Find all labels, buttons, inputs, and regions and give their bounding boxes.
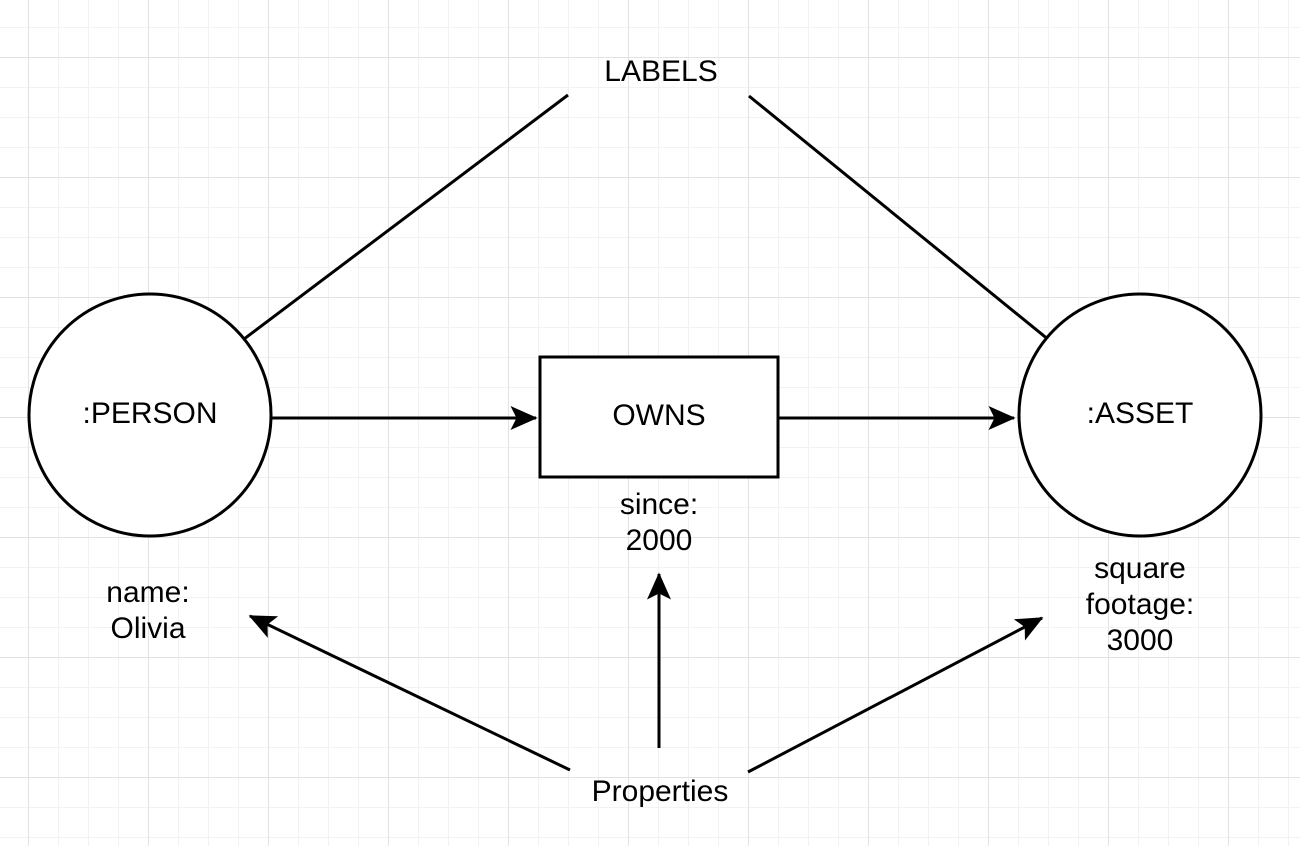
labels-annotation-title: LABELS xyxy=(604,55,718,88)
owns-relationship-label: OWNS xyxy=(612,399,706,432)
owns-relationship-box xyxy=(538,355,780,479)
asset-property-line-1: square xyxy=(1094,552,1186,585)
asset-node-label: :ASSET xyxy=(1086,397,1194,430)
asset-property-line-3: 3000 xyxy=(1106,624,1174,657)
person-node-circle xyxy=(27,292,273,538)
owns-property-text: since: 2000 xyxy=(620,487,698,559)
properties-to-footage-arrow xyxy=(747,616,1044,774)
person-property-line-1: name: xyxy=(106,576,190,609)
owns-property-line-2: 2000 xyxy=(625,524,693,557)
owns-property-line-1: since: xyxy=(619,488,699,521)
properties-annotation-title: Properties xyxy=(591,775,729,808)
asset-node-circle xyxy=(1017,292,1263,538)
labels-to-person-arrow xyxy=(185,93,569,384)
person-node-label: :PERSON xyxy=(82,397,218,430)
person-property-line-2: Olivia xyxy=(110,612,186,645)
asset-property-line-2: footage: xyxy=(1085,588,1195,621)
asset-property-text: square footage: 3000 xyxy=(1086,551,1194,659)
person-property-text: name: Olivia xyxy=(106,575,189,647)
properties-to-name-arrow xyxy=(248,614,571,772)
labels-to-asset-arrow xyxy=(748,94,1105,386)
